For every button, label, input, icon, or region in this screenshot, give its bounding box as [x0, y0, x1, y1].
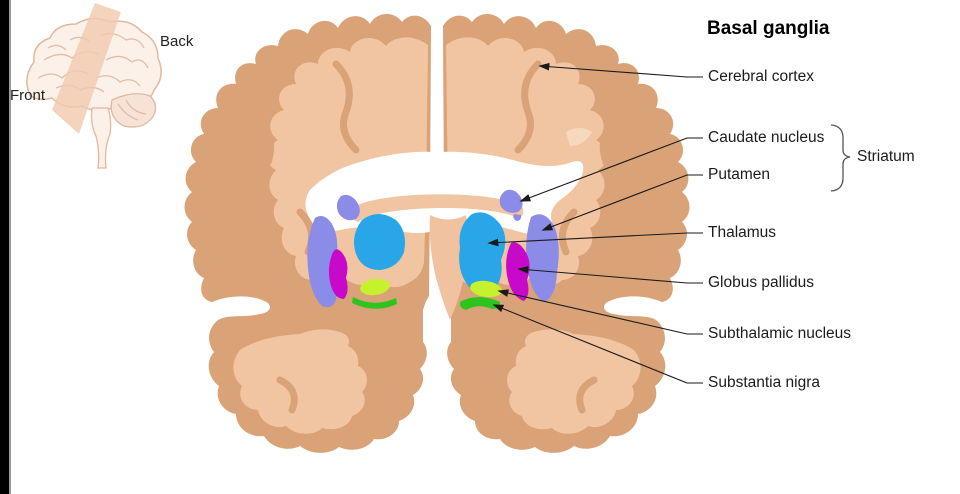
putamen-left-region: [307, 216, 338, 308]
label-putamen: Putamen: [708, 166, 771, 183]
inset-brain: [26, 3, 162, 169]
globus-pallidus-left-region: [328, 249, 348, 299]
substantia-nigra-right-region: [459, 297, 500, 310]
leader-arrows: [487, 62, 703, 384]
right-temporal-inner: [507, 329, 641, 434]
coronal-plane: [52, 3, 121, 134]
right-cortex-patch: [566, 128, 592, 146]
putamen-right-region: [526, 214, 559, 302]
label-substantia-nigra: Substantia nigra: [708, 374, 821, 391]
arrow-caudate-nucleus: [519, 137, 703, 202]
caudate-nucleus-left-region: [336, 194, 360, 221]
nuclei: [307, 189, 559, 310]
arrow-globus-pallidus: [517, 265, 703, 284]
page-title: Basal ganglia: [707, 18, 830, 39]
label-subthalamic-nucleus: Subthalamic nucleus: [708, 325, 852, 342]
substantia-nigra-left-region: [352, 297, 397, 309]
arrow-subthalamic-nucleus: [497, 289, 703, 335]
label-thalamus: Thalamus: [708, 224, 777, 241]
label-striatum: Striatum: [857, 148, 915, 165]
arrow-thalamus: [487, 232, 703, 247]
inset-brainstem: [90, 107, 112, 169]
thalamus-right-region: [459, 212, 506, 295]
inset-cerebellum: [110, 93, 157, 128]
inset-front-label: Front: [10, 87, 46, 104]
subthalamic-nucleus-left-region: [360, 278, 390, 296]
striatum-bracket: [830, 124, 851, 192]
label-globus-pallidus: Globus pallidus: [708, 274, 814, 291]
arrow-substantia-nigra: [492, 304, 703, 384]
label-cerebral-cortex: Cerebral cortex: [708, 68, 814, 85]
corpus-callosum: [350, 194, 524, 222]
label-caudate-nucleus: Caudate nucleus: [708, 129, 825, 146]
caudate-tail-right-region: [513, 214, 522, 221]
left-edge-bar: [0, 0, 11, 494]
left-temporal-inner: [233, 329, 367, 434]
arrow-putamen: [541, 174, 703, 231]
inset-back-label: Back: [160, 33, 194, 50]
thalamus-left-region: [354, 214, 405, 270]
caudate-nucleus-right-region: [499, 189, 523, 213]
sulci: [226, 60, 648, 414]
midline-stalk: [429, 215, 468, 320]
arrow-cerebral-cortex: [538, 62, 703, 78]
subthalamic-nucleus-right-region: [470, 280, 502, 298]
